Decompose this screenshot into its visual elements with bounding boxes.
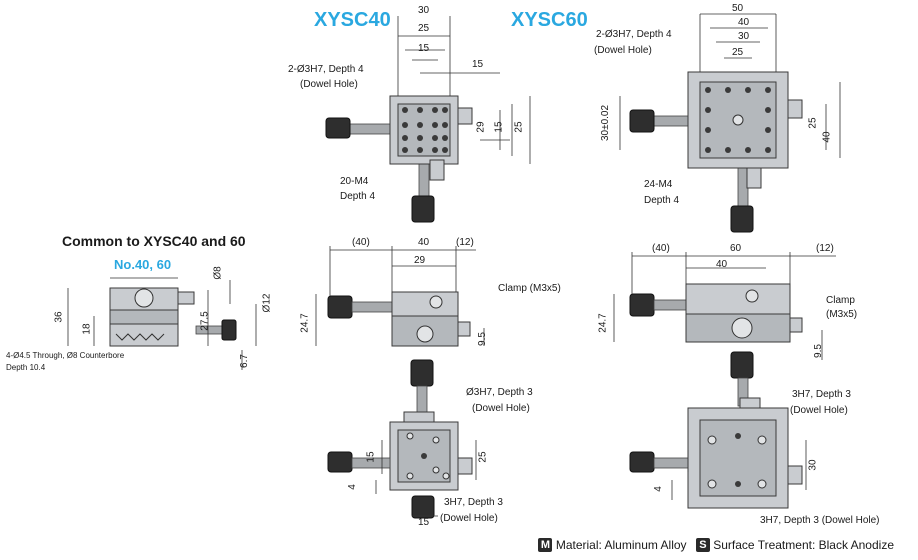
common-dim-18: 18 (81, 323, 93, 335)
xysc40-top-holes (402, 107, 448, 153)
xysc40-dim-v25: 25 (513, 121, 525, 133)
common-dim-36: 36 (53, 311, 65, 323)
xysc60-top-clamp-bottom (746, 167, 762, 189)
xysc40-bottom-view (327, 359, 473, 519)
common-side-knob (221, 319, 237, 341)
xysc60-dim-40: 40 (738, 17, 750, 28)
xysc40-bottom-4: 4 (346, 484, 358, 490)
xysc40-top-shaft-bottom (418, 159, 430, 199)
xysc40-top-knob-bottom (411, 195, 435, 223)
xysc60-front-40: 40 (716, 259, 728, 270)
xysc40-dim-v15: 15 (493, 121, 505, 133)
xysc40-bottom-spec2: 3H7, Depth 3 (444, 497, 503, 508)
xysc60-top-knob-bottom (730, 205, 754, 233)
common-side-hole (134, 288, 154, 308)
xysc40-front-9-5: 9.5 (476, 332, 488, 346)
xysc40-title: XYSC40 (314, 9, 391, 31)
xysc60-bottom-30: 30 (807, 459, 819, 471)
material-icon: M (538, 537, 553, 552)
xysc40-dowel-hole: (Dowel Hole) (300, 79, 358, 90)
common-side-base (109, 323, 179, 347)
xysc40-front-clamp: Clamp (M3x5) (498, 283, 561, 294)
xysc40-dim-29: 29 (475, 121, 487, 133)
common-dim-8: Ø8 (212, 266, 224, 280)
xysc40-bottom-hole: (Dowel Hole) (472, 403, 530, 414)
common-side-rack (115, 333, 165, 341)
xysc60-front-60: 60 (730, 243, 742, 254)
dimension-lines (67, 13, 841, 517)
xysc60-front-view (629, 283, 803, 343)
xysc40-top-stage (397, 103, 451, 157)
xysc40-front-12p: (12) (456, 237, 474, 248)
xysc40-bottom-hole2: (Dowel Hole) (440, 513, 498, 524)
xysc40-top-knob-left (325, 117, 351, 139)
xysc40-top-clamp (457, 107, 473, 125)
xysc60-dim-30tol: 30±0.02 (600, 104, 612, 142)
xysc40-top-shaft-left (349, 123, 393, 135)
common-side-clamp (177, 291, 195, 305)
xysc60-dowel-hole: (Dowel Hole) (594, 45, 652, 56)
common-side-view (109, 287, 237, 347)
xysc60-dim-50: 50 (732, 3, 744, 14)
common-subheading: No.40, 60 (114, 257, 172, 272)
xysc60-front-clamp: Clamp (826, 295, 855, 306)
common-side-middle (109, 309, 179, 325)
xysc60-top-holes (705, 87, 771, 153)
xysc60-top-view (629, 71, 803, 233)
xysc60-dim-25: 25 (732, 47, 744, 58)
xysc60-title: XYSC60 (511, 9, 588, 31)
xysc40-bottom-15b: 15 (418, 517, 430, 528)
xysc60-bottom-hole: (Dowel Hole) (790, 405, 848, 416)
xysc40-m4: 20-M4 (340, 176, 369, 187)
xysc60-dim-30: 30 (738, 31, 750, 42)
xysc40-front-view (327, 291, 471, 347)
xysc60-dowel-spec: 2-Ø3H7, Depth 4 (596, 29, 672, 40)
xysc40-dim-25: 25 (418, 23, 430, 34)
xysc40-m4-depth: Depth 4 (340, 191, 376, 202)
common-heading: Common to XYSC40 and 60 (62, 233, 246, 249)
xysc60-front-12p: (12) (816, 243, 834, 254)
xysc40-dim-15tol: 15 (472, 59, 484, 70)
common-dim-6-7: 6.7 (238, 354, 250, 368)
xysc40-bottom-25: 25 (477, 451, 489, 463)
xysc40-bottom-spec: Ø3H7, Depth 3 (466, 387, 533, 398)
xysc40-front-29: 29 (414, 255, 426, 266)
surface-icon: S (695, 537, 710, 552)
xysc40-bottom-15: 15 (365, 451, 377, 463)
xysc40-front-40p: (40) (352, 237, 370, 248)
xysc40-dim-30: 30 (418, 5, 430, 16)
xysc40-top-view (325, 95, 473, 223)
xysc60-top-shaft-left (651, 115, 691, 127)
xysc60-front-40p: (40) (652, 243, 670, 254)
xysc40-front-24-7: 24.7 (299, 313, 311, 333)
xysc60-dim-v40: 40 (821, 131, 833, 143)
xysc60-top-clamp (787, 99, 803, 119)
xysc40-dim-15: 15 (418, 43, 430, 54)
common-through: 4-Ø4.5 Through, Ø8 Counterbore (6, 351, 125, 360)
xysc60-bottom-4: 4 (652, 486, 664, 492)
xysc60-bottom-spec: 3H7, Depth 3 (792, 389, 851, 400)
xysc60-m4: 24-M4 (644, 179, 673, 190)
xysc60-front-clamp-size: (M3x5) (826, 309, 858, 320)
common-dim-12: Ø12 (261, 293, 273, 313)
material-label: Material: Aluminum Alloy (555, 537, 687, 552)
xysc60-front-24-7: 24.7 (597, 313, 609, 333)
xysc60-top-knob-left (629, 109, 655, 133)
surface-label: Surface Treatment: Black Anodize (713, 537, 894, 552)
xysc40-front-40: 40 (418, 237, 430, 248)
xysc60-front-9-5: 9.5 (812, 344, 824, 358)
legend: M Material: Aluminum Alloy S Surface Tre… (538, 537, 900, 552)
xysc60-dim-v25: 25 (807, 117, 819, 129)
common-depth: Depth 10.4 (6, 363, 46, 372)
xysc40-dowel-spec: 2-Ø3H7, Depth 4 (288, 64, 364, 75)
xysc60-bottom-spec2: 3H7, Depth 3 (Dowel Hole) (760, 515, 880, 526)
xysc60-m4-depth: Depth 4 (644, 195, 680, 206)
xysc60-bottom-view (629, 351, 803, 509)
common-dim-27-5: 27.5 (199, 311, 211, 331)
xysc40-top-clamp-bottom (429, 159, 445, 181)
